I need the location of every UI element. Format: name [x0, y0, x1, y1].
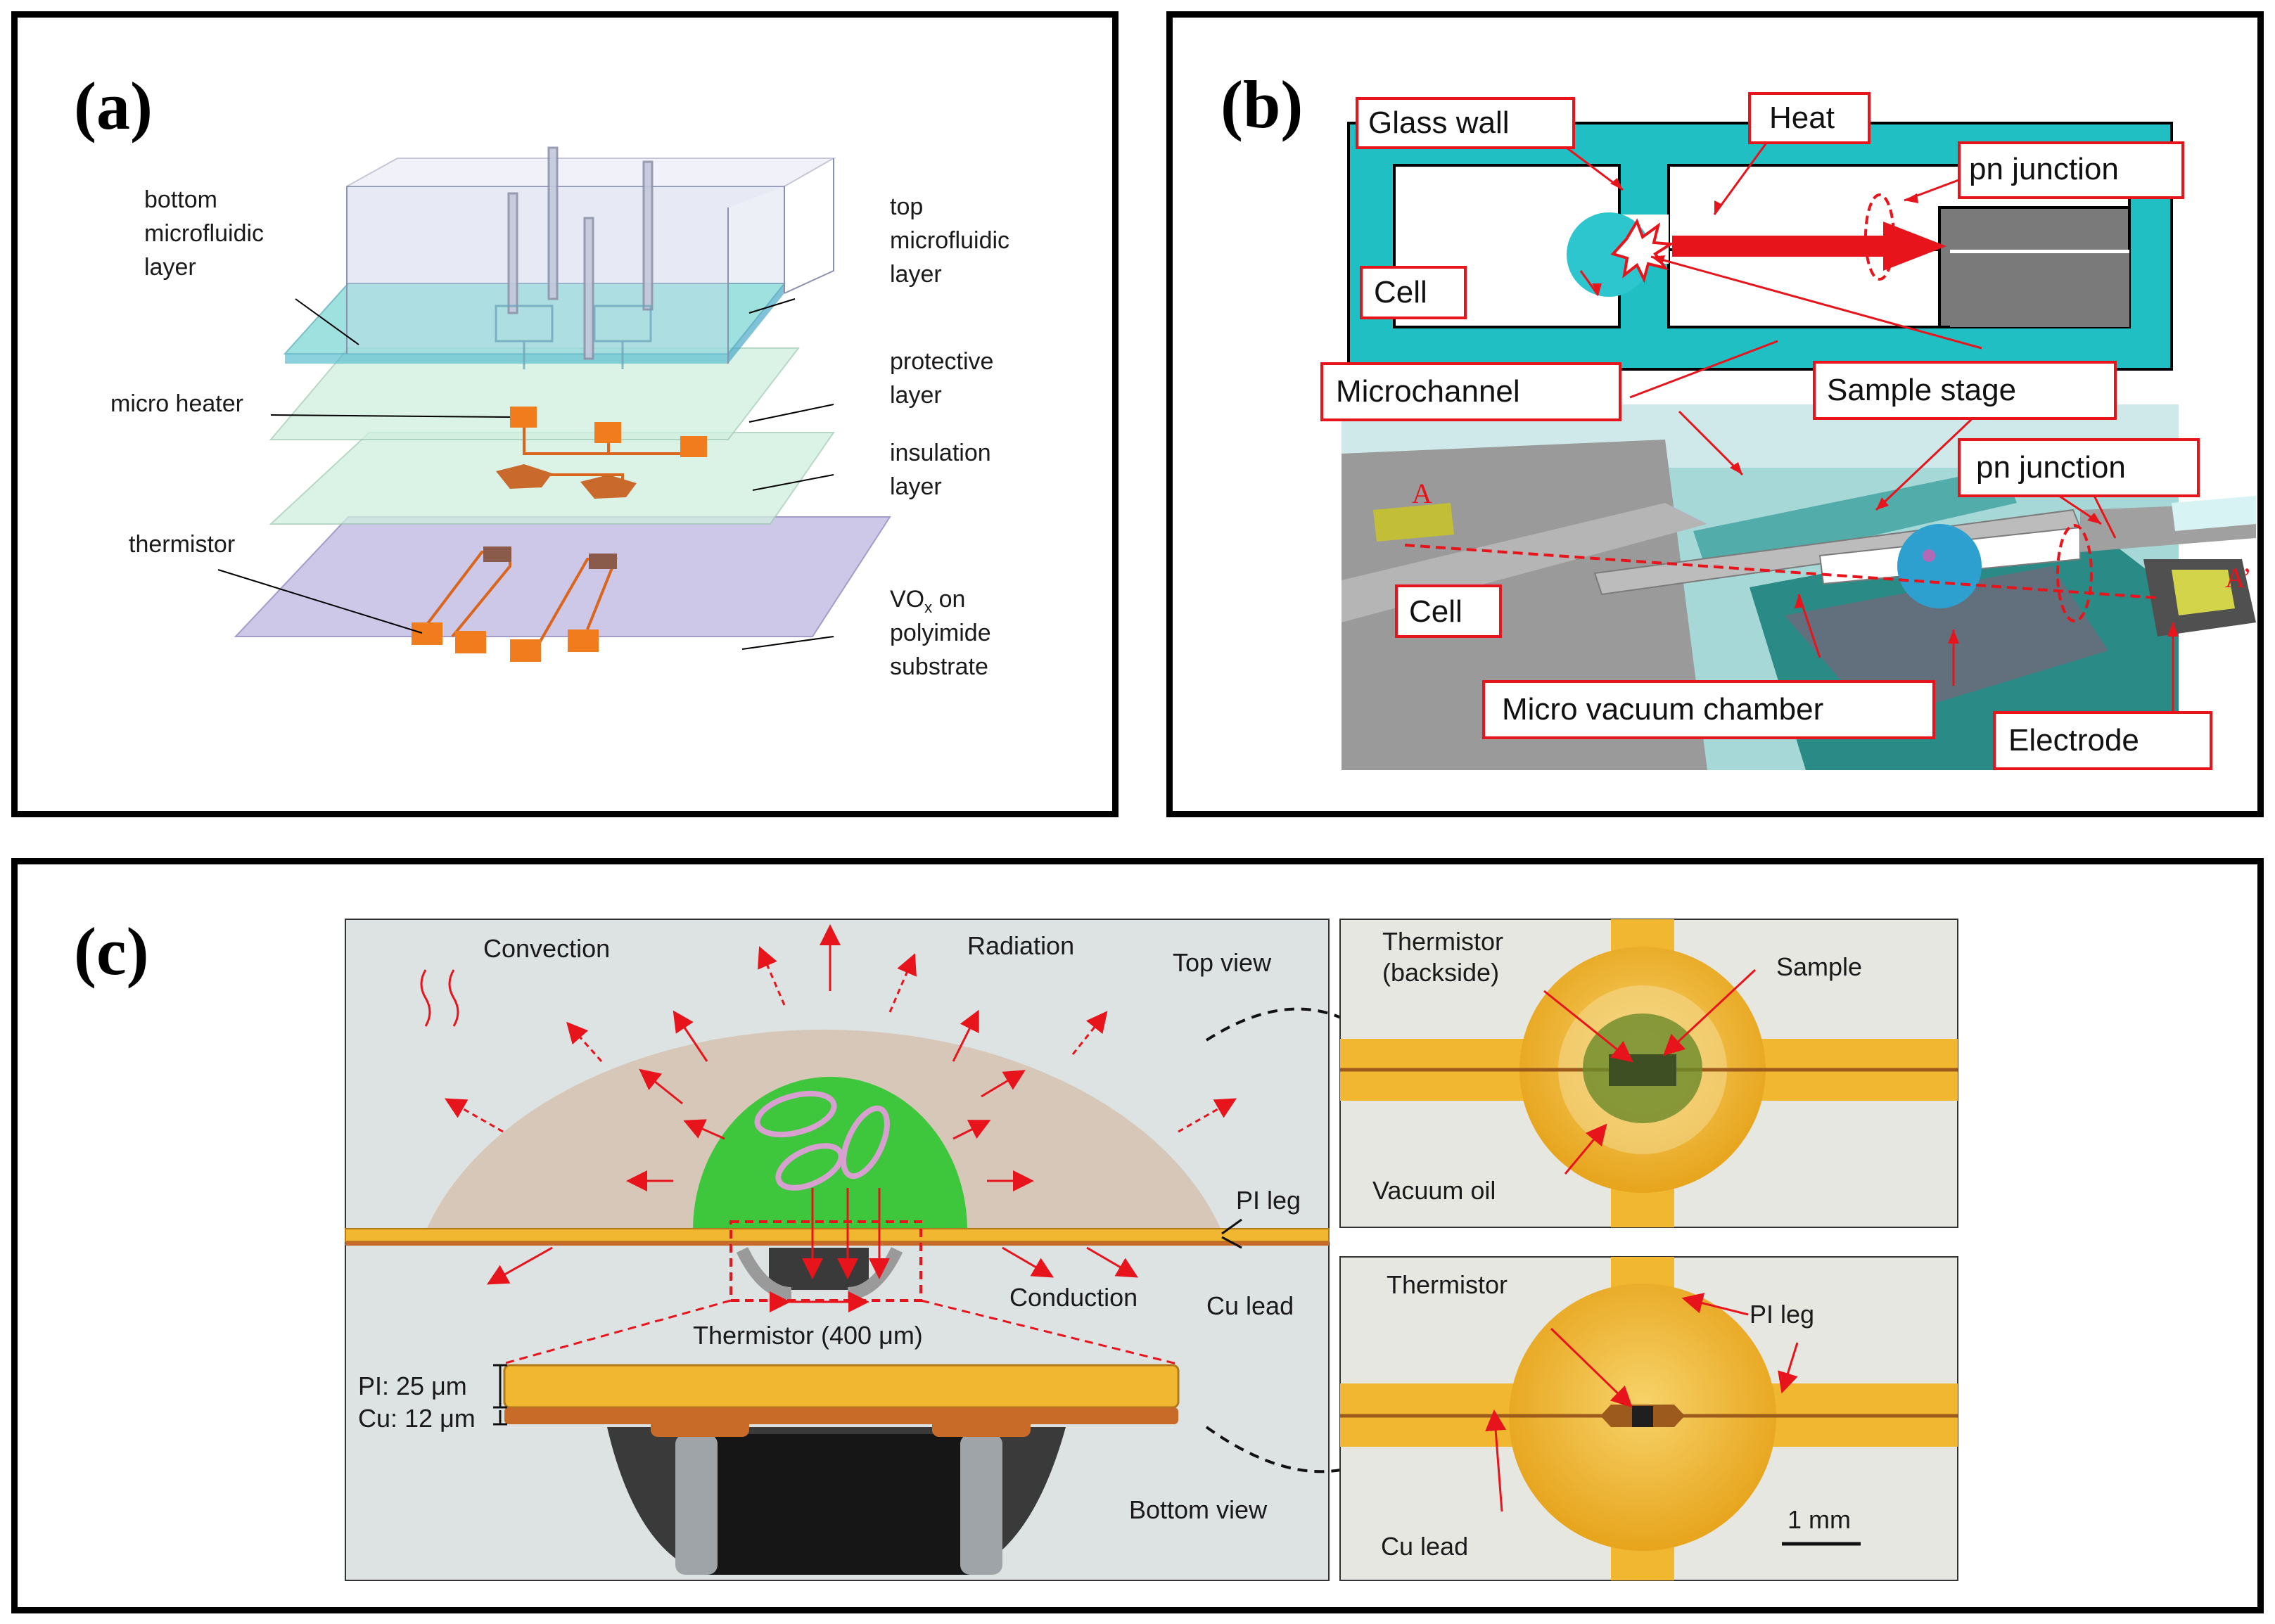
- label-micro-heater: micro heater: [110, 390, 243, 417]
- svg-text:layer: layer: [890, 382, 942, 409]
- label-vacuum-chamber: Micro vacuum chamber: [1502, 692, 1823, 727]
- label-sample-stage: Sample stage: [1827, 373, 2016, 407]
- label-insulation: insulation: [890, 440, 991, 466]
- fluid-tubes: [507, 146, 654, 360]
- label-sample: Sample: [1776, 952, 1862, 981]
- panel-b-label: (b): [1221, 67, 1304, 142]
- label-thermistor-main: Thermistor (400 μm): [693, 1321, 923, 1350]
- schematic-3d: A A’: [1342, 404, 2256, 770]
- svg-text:layer: layer: [890, 473, 942, 500]
- cell-3d: [1897, 524, 1982, 608]
- label-conduction: Conduction: [1009, 1283, 1138, 1312]
- thermistor-traces: [412, 546, 618, 662]
- channel-structures: [495, 305, 652, 369]
- micro-heater: [496, 407, 707, 499]
- label-microchannel: Microchannel: [1336, 374, 1520, 409]
- label-bottom-view: Bottom view: [1129, 1495, 1268, 1524]
- label-thermistor: thermistor: [129, 531, 235, 558]
- label-cu-lead-inset: Cu lead: [1381, 1532, 1468, 1561]
- svg-text:microfluidic: microfluidic: [890, 227, 1009, 254]
- label-cell-bottom: Cell: [1409, 594, 1462, 629]
- marker-a-prime: A’: [2225, 562, 2252, 594]
- svg-text:layer: layer: [890, 261, 942, 288]
- label-scale-bar: 1 mm: [1788, 1505, 1851, 1534]
- panel-c-diagram: Convection Radiation Top view PI leg Con…: [345, 919, 1958, 1581]
- pi-leg-strip: [345, 1228, 1330, 1242]
- label-protective: protective: [890, 348, 993, 375]
- label-heat: Heat: [1769, 101, 1835, 135]
- label-thermistor-bottom: Thermistor: [1387, 1270, 1508, 1299]
- bottom-view-arrow: [1205, 1426, 1391, 1476]
- label-bottom-microfluidic: bottom: [144, 186, 217, 213]
- label-vox: VOx on: [890, 586, 965, 616]
- label-glass-wall: Glass wall: [1368, 106, 1510, 140]
- main-illustration: [345, 919, 1330, 1581]
- label-pn-junction-bottom: pn junction: [1976, 450, 2126, 485]
- svg-text:layer: layer: [144, 254, 196, 281]
- panel-a-label: (a): [74, 68, 153, 143]
- label-pi-leg-inset: PI leg: [1750, 1300, 1814, 1329]
- panel-a-diagram: bottom microfluidic layer top microfluid…: [110, 146, 1009, 680]
- panel-b-diagram: A A’: [1320, 92, 2256, 770]
- spark-icon: [1610, 218, 1676, 283]
- label-thermistor-backside: Thermistor: [1382, 927, 1503, 956]
- insulation-layer: [269, 432, 835, 525]
- bottom-view-inset: [1339, 1256, 1958, 1581]
- panel-c-label: (c): [74, 914, 149, 989]
- panel-c: (c): [11, 858, 2264, 1613]
- svg-text:(backside): (backside): [1382, 958, 1499, 987]
- label-cu-lead-main: Cu lead: [1206, 1291, 1294, 1320]
- svg-text:microfluidic: microfluidic: [144, 220, 264, 247]
- panel-a: (a): [11, 11, 1119, 817]
- label-cell-top: Cell: [1374, 275, 1427, 309]
- label-pi-leg-main: PI leg: [1236, 1186, 1301, 1215]
- label-top-microfluidic: top: [890, 193, 923, 220]
- svg-text:polyimide: polyimide: [890, 620, 991, 646]
- label-pi-thickness: PI: 25 μm: [358, 1372, 467, 1400]
- label-convection: Convection: [483, 934, 610, 963]
- panel-b: (b): [1166, 11, 2264, 817]
- label-top-view: Top view: [1173, 948, 1272, 977]
- label-cu-thickness: Cu: 12 μm: [358, 1404, 476, 1433]
- label-pn-junction-top: pn junction: [1969, 152, 2119, 186]
- heat-arrow: [1672, 222, 1946, 271]
- top-view-inset: [1339, 919, 1958, 1228]
- marker-a: A: [1412, 478, 1432, 509]
- label-vacuum-oil: Vacuum oil: [1372, 1176, 1496, 1205]
- substrate-layer: [234, 516, 891, 637]
- label-radiation: Radiation: [967, 931, 1074, 960]
- svg-text:substrate: substrate: [890, 653, 988, 680]
- label-electrode: Electrode: [2008, 723, 2139, 757]
